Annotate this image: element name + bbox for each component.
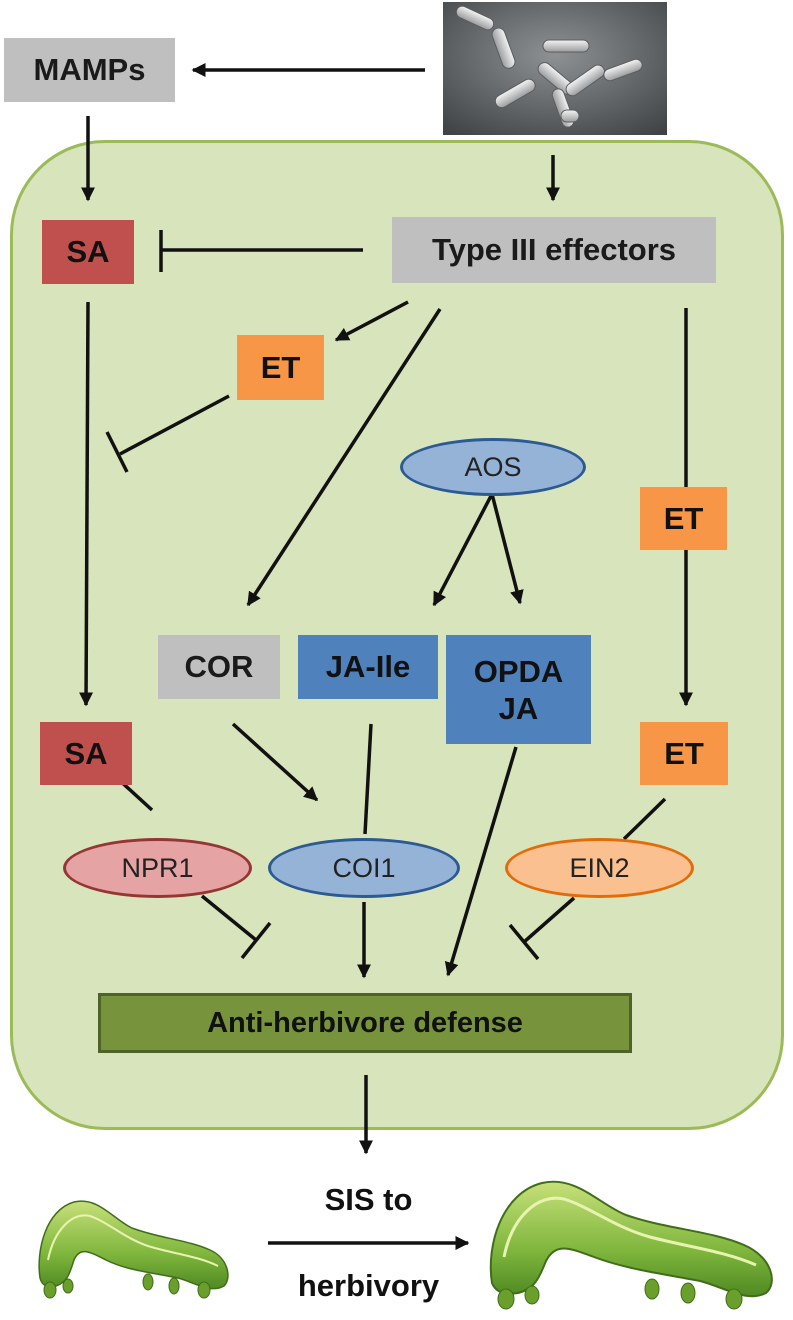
arrow-effectors-to-et bbox=[334, 300, 409, 342]
inhibit-npr1-defense bbox=[200, 894, 258, 942]
caterpillar-small-image bbox=[28, 1190, 238, 1308]
et-right-bottom-box: ET bbox=[640, 722, 728, 785]
inhibit-ein2-defense bbox=[522, 896, 576, 944]
bacteria-micrograph bbox=[443, 2, 667, 135]
arrow-aos-to-opda bbox=[490, 493, 524, 605]
arrow-opda-to-defense bbox=[444, 746, 518, 977]
arrow-sa-to-sa bbox=[79, 301, 94, 707]
inhibit-et-sa bbox=[119, 394, 230, 456]
anti-herbivore-defense-box: Anti-herbivore defense bbox=[98, 993, 632, 1053]
inhibit-bar-et bbox=[105, 431, 129, 473]
opda-ja-box: OPDA JA bbox=[446, 635, 591, 744]
ein2-ellipse: EIN2 bbox=[505, 838, 694, 898]
aos-ellipse: AOS bbox=[400, 438, 586, 496]
herbivory-label: herbivory bbox=[297, 1268, 440, 1303]
sa-bottom-box: SA bbox=[40, 722, 132, 785]
arrow-cor-to-coi1 bbox=[231, 722, 319, 802]
ja-ile-box: JA-Ile bbox=[298, 635, 438, 699]
et-right-top-box: ET bbox=[640, 487, 727, 550]
opda-label: OPDA bbox=[473, 653, 564, 689]
coi1-ellipse: COI1 bbox=[268, 838, 460, 898]
cor-box: COR bbox=[158, 635, 280, 699]
line-et-to-ein2 bbox=[622, 797, 667, 841]
type-iii-effectors-box: Type III effectors bbox=[392, 217, 716, 283]
inhibit-bar-ein2 bbox=[508, 923, 540, 961]
et-left-box: ET bbox=[237, 335, 324, 400]
caterpillar-large-image bbox=[476, 1165, 790, 1315]
mamps-box: MAMPs bbox=[4, 38, 175, 102]
arrow-effectors-to-cor bbox=[246, 308, 442, 607]
line-jaile-to-coi1 bbox=[363, 723, 373, 835]
sis-label: SIS to bbox=[324, 1182, 413, 1217]
sa-top-box: SA bbox=[42, 220, 134, 284]
inhibit-bar-npr1 bbox=[240, 921, 272, 960]
ja-label: JA bbox=[498, 690, 539, 726]
npr1-ellipse: NPR1 bbox=[63, 838, 252, 898]
arrow-aos-to-jaile bbox=[432, 493, 494, 607]
